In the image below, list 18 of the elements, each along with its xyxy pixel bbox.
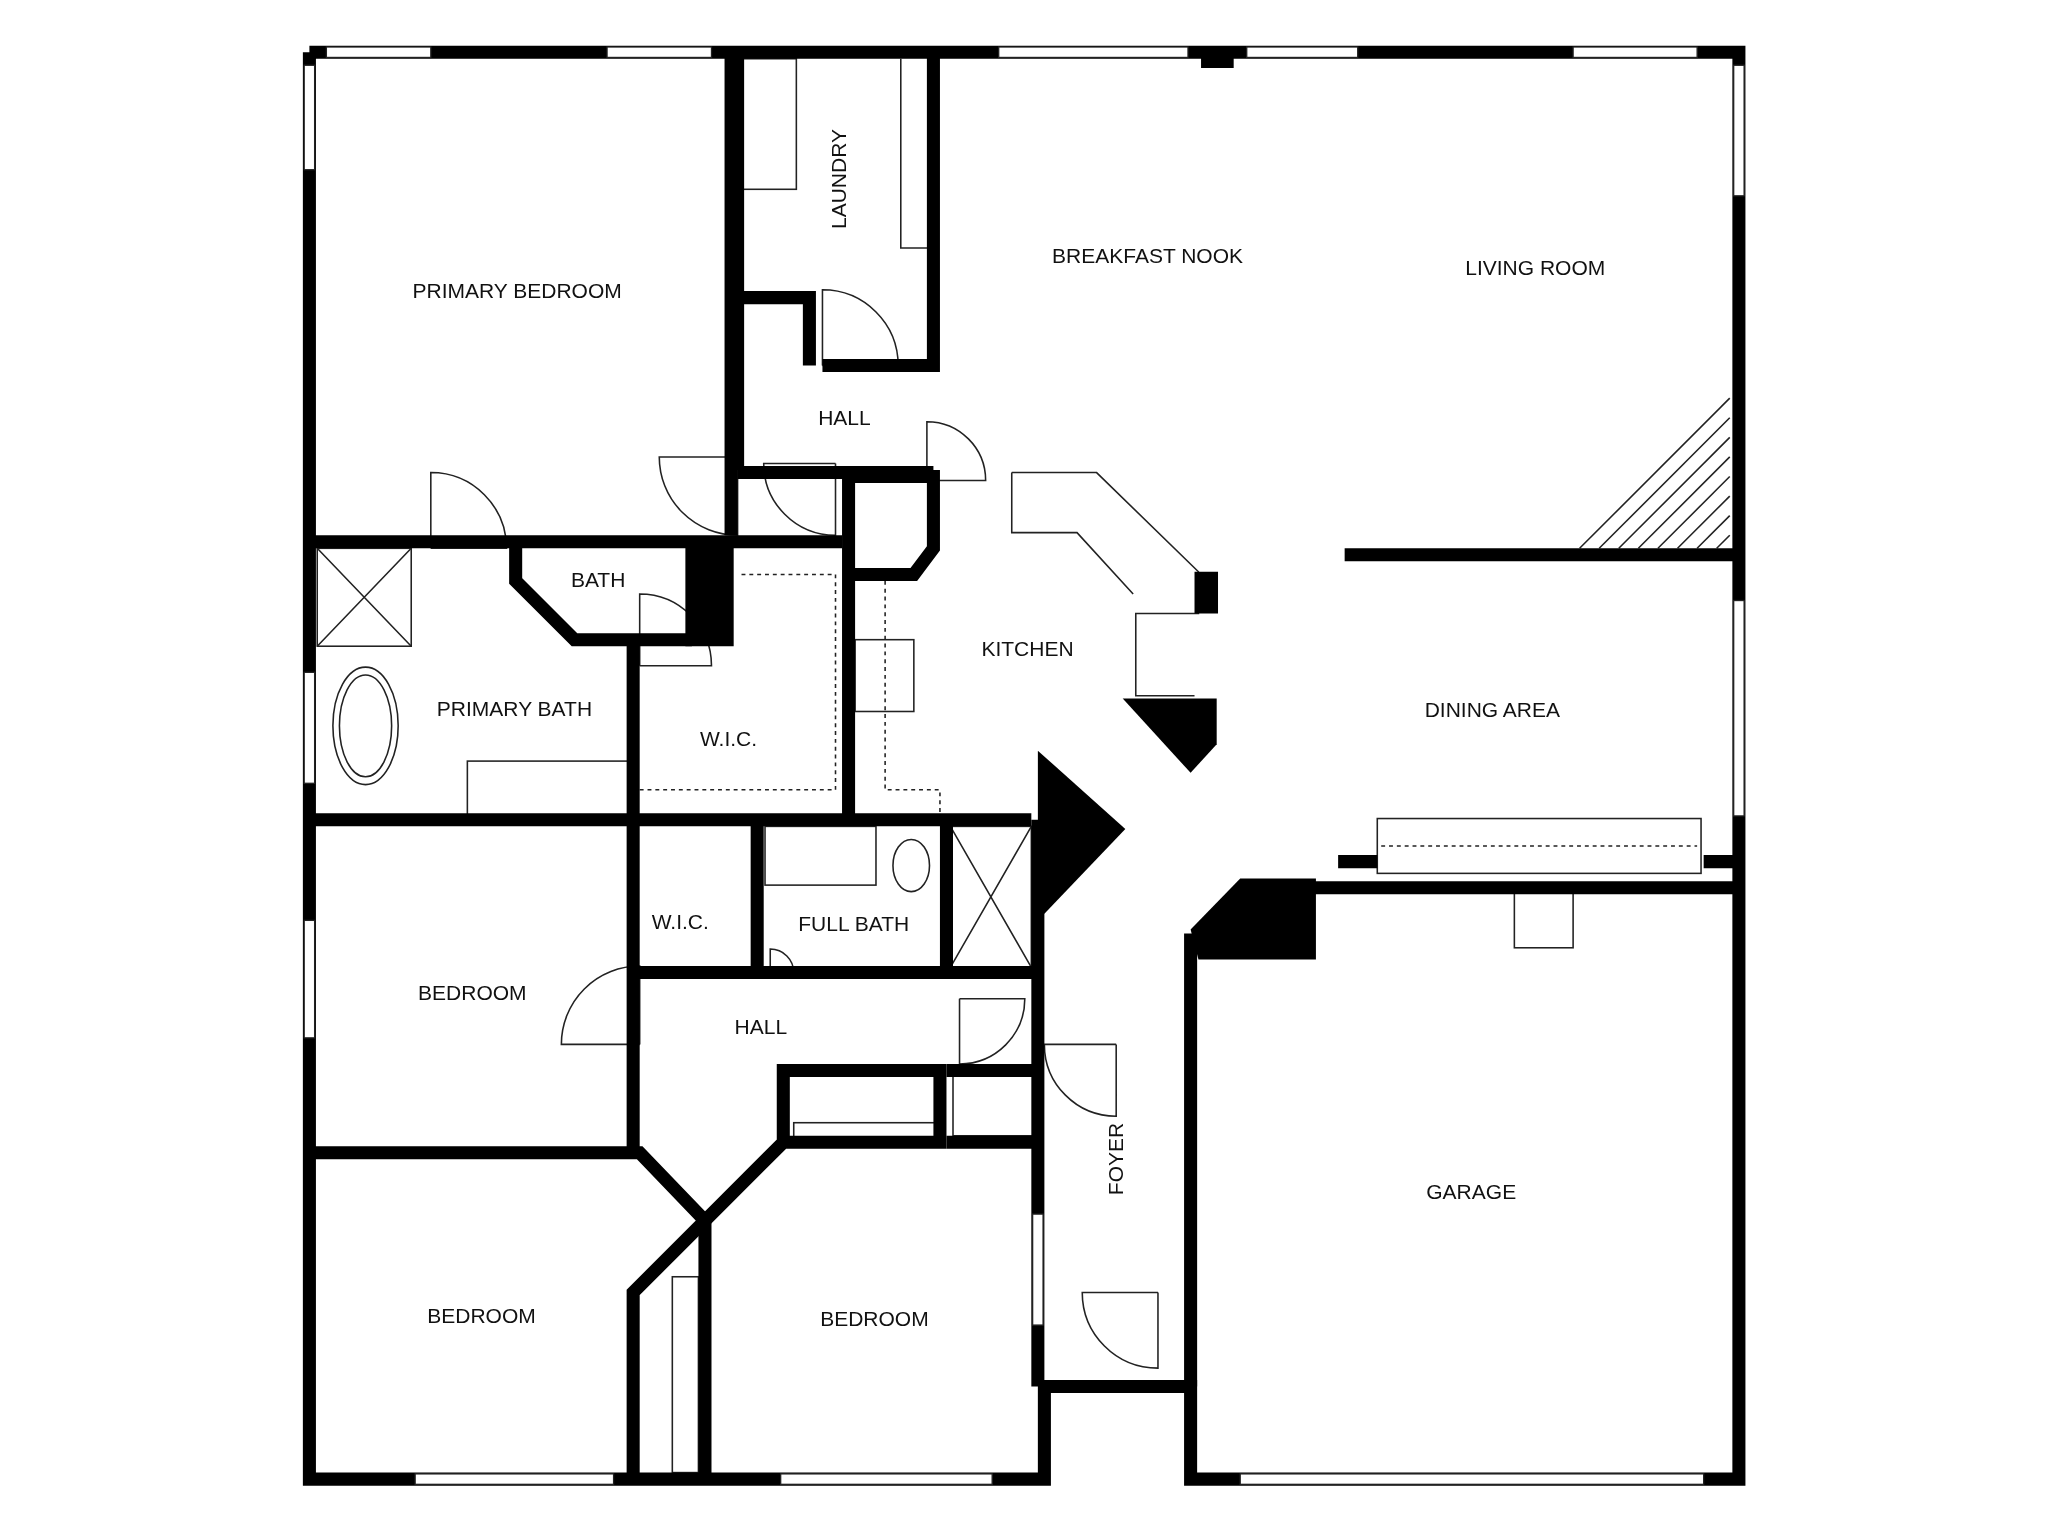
room-label: GARAGE [1426, 1179, 1517, 1204]
room-label: HALL [734, 1015, 788, 1040]
room-label: KITCHEN [981, 636, 1074, 661]
room-label: BEDROOM [820, 1306, 929, 1331]
room-label: LIVING ROOM [1465, 255, 1606, 280]
room-label: W.I.C. [699, 726, 758, 751]
room-label: DINING AREA [1424, 698, 1561, 723]
room-label: FULL BATH [798, 912, 910, 937]
room-label: LAUNDRY [827, 128, 852, 229]
room-label: W.I.C. [651, 909, 709, 934]
room-label: BEDROOM [427, 1303, 536, 1328]
room-label: HALL [818, 405, 871, 430]
room-label: PRIMARY BATH [436, 696, 593, 721]
room-label: BREAKFAST NOOK [1052, 243, 1243, 268]
room-label: BATH [570, 567, 626, 592]
room-label: BEDROOM [418, 981, 527, 1006]
room-label: PRIMARY BEDROOM [412, 279, 622, 304]
room-label: FOYER [1104, 1123, 1129, 1196]
